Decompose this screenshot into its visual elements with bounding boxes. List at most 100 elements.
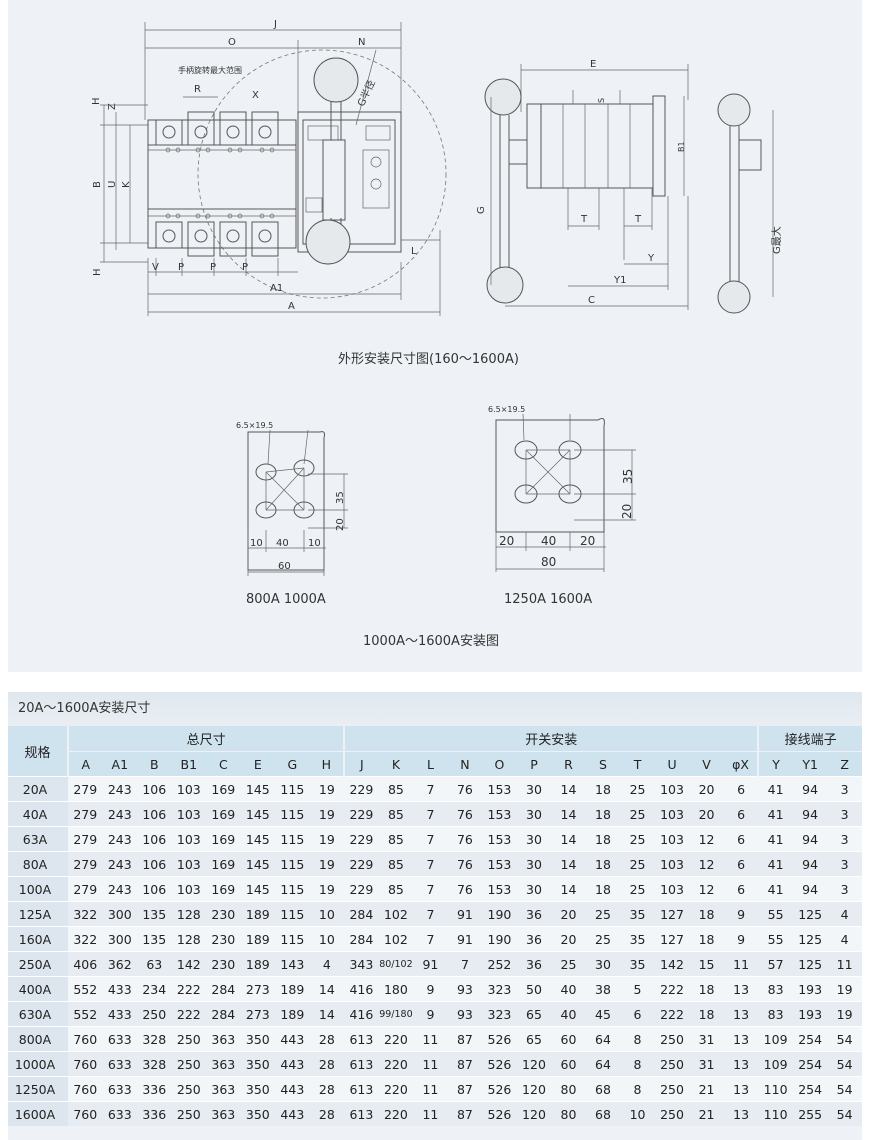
spec-cell: 250A: [8, 951, 68, 977]
dim-B: B: [92, 181, 103, 188]
hole-label-1250: 6.5×19.5: [488, 405, 525, 414]
table-cell: 21: [689, 1076, 724, 1102]
table-cell: 4: [309, 951, 345, 977]
dim-Y: Y: [647, 253, 655, 264]
table-cell: 35: [620, 951, 655, 977]
table-cell: 12: [689, 826, 724, 852]
table-cell: 87: [447, 1051, 483, 1077]
spec-cell: 20A: [8, 776, 68, 802]
table-cell: 526: [482, 1076, 517, 1102]
table-cell: 250: [171, 1051, 207, 1077]
table-cell: 36: [516, 901, 552, 927]
table-cell: 9: [723, 926, 759, 952]
table-cell: 106: [137, 801, 172, 827]
table-cell: 63: [137, 951, 172, 977]
table-cell: 25: [620, 801, 655, 827]
table-cell: 153: [482, 801, 517, 827]
table-cell: 94: [792, 851, 828, 877]
table-cell: 252: [482, 951, 517, 977]
table-cell: 142: [171, 951, 207, 977]
table-cell: 28: [309, 1101, 345, 1126]
table-cell: 153: [482, 826, 517, 852]
table-cell: 106: [137, 876, 172, 902]
dim-1250-20: 20: [620, 504, 634, 519]
table-cell: 230: [206, 901, 241, 927]
table-cell: 38: [585, 976, 621, 1002]
dim-A: A: [288, 301, 295, 312]
table-cell: 336: [137, 1076, 172, 1102]
table-cell: 526: [482, 1101, 517, 1126]
table-cell: 760: [68, 1101, 103, 1126]
table-cell: 18: [585, 851, 621, 877]
table-cell: 41: [758, 876, 793, 902]
table-cell: 87: [447, 1101, 483, 1126]
table-cell: 30: [516, 851, 552, 877]
column-header: B1: [171, 751, 207, 777]
spec-cell: 400A: [8, 976, 68, 1002]
table-cell: 83: [758, 1001, 793, 1027]
caption-outline: 外形安装尺寸图(160～1600A): [338, 352, 519, 367]
table-cell: 36: [516, 926, 552, 952]
table-cell: 633: [102, 1076, 138, 1102]
column-header: O: [482, 751, 517, 777]
table-cell: 30: [585, 951, 621, 977]
dim-C: C: [588, 295, 595, 306]
spec-cell: 100A: [8, 876, 68, 902]
column-header: H: [309, 751, 345, 777]
table-cell: 65: [516, 1001, 552, 1027]
table-cell: 13: [723, 1076, 759, 1102]
dim-B1: B1: [677, 141, 686, 152]
table-cell: 229: [344, 851, 379, 877]
g-max-label: G最大: [770, 226, 783, 254]
dim-E: E: [590, 59, 596, 70]
table-cell: 9: [413, 976, 448, 1002]
table-cell: 760: [68, 1026, 103, 1052]
table-cell: 254: [792, 1076, 828, 1102]
table-cell: 68: [585, 1101, 621, 1126]
table-cell: 55: [758, 926, 793, 952]
table-cell: 613: [344, 1076, 379, 1102]
table-cell: 230: [206, 951, 241, 977]
dim-H-top: H: [91, 97, 102, 105]
table-cell: 6: [723, 851, 759, 877]
table-cell: 68: [585, 1076, 621, 1102]
table-cell: 273: [240, 1001, 276, 1027]
table-cell: 45: [585, 1001, 621, 1027]
dim-V: V: [152, 262, 159, 273]
table-cell: 300: [102, 901, 138, 927]
table-cell: 250: [171, 1026, 207, 1052]
table-cell: 110: [758, 1076, 793, 1102]
table-cell: 50: [516, 976, 552, 1002]
caption-1250-1600: 1250A 1600A: [504, 592, 593, 607]
column-header: V: [689, 751, 724, 777]
dim-1250-80: 80: [541, 555, 556, 569]
table-cell: 128: [171, 901, 207, 927]
table-cell: 60: [551, 1026, 586, 1052]
column-header: K: [378, 751, 414, 777]
table-cell: 18: [585, 776, 621, 802]
table-cell: 18: [689, 1001, 724, 1027]
table-cell: 250: [654, 1076, 690, 1102]
table-cell: 14: [551, 776, 586, 802]
table-cell: 4: [827, 901, 862, 927]
table-cell: 180: [378, 976, 414, 1002]
table-cell: 322: [68, 926, 103, 952]
table-cell: 189: [275, 976, 310, 1002]
table-cell: 3: [827, 876, 862, 902]
table-cell: 25: [551, 951, 586, 977]
table-cell: 103: [654, 876, 690, 902]
table-cell: 255: [792, 1101, 828, 1126]
table-cell: 633: [102, 1101, 138, 1126]
column-header: Y1: [792, 751, 828, 777]
table-cell: 443: [275, 1076, 310, 1102]
table-cell: 189: [240, 951, 276, 977]
dim-T-2: T: [634, 214, 642, 225]
table-cell: 145: [240, 826, 276, 852]
table-cell: 18: [689, 926, 724, 952]
column-header: N: [447, 751, 483, 777]
